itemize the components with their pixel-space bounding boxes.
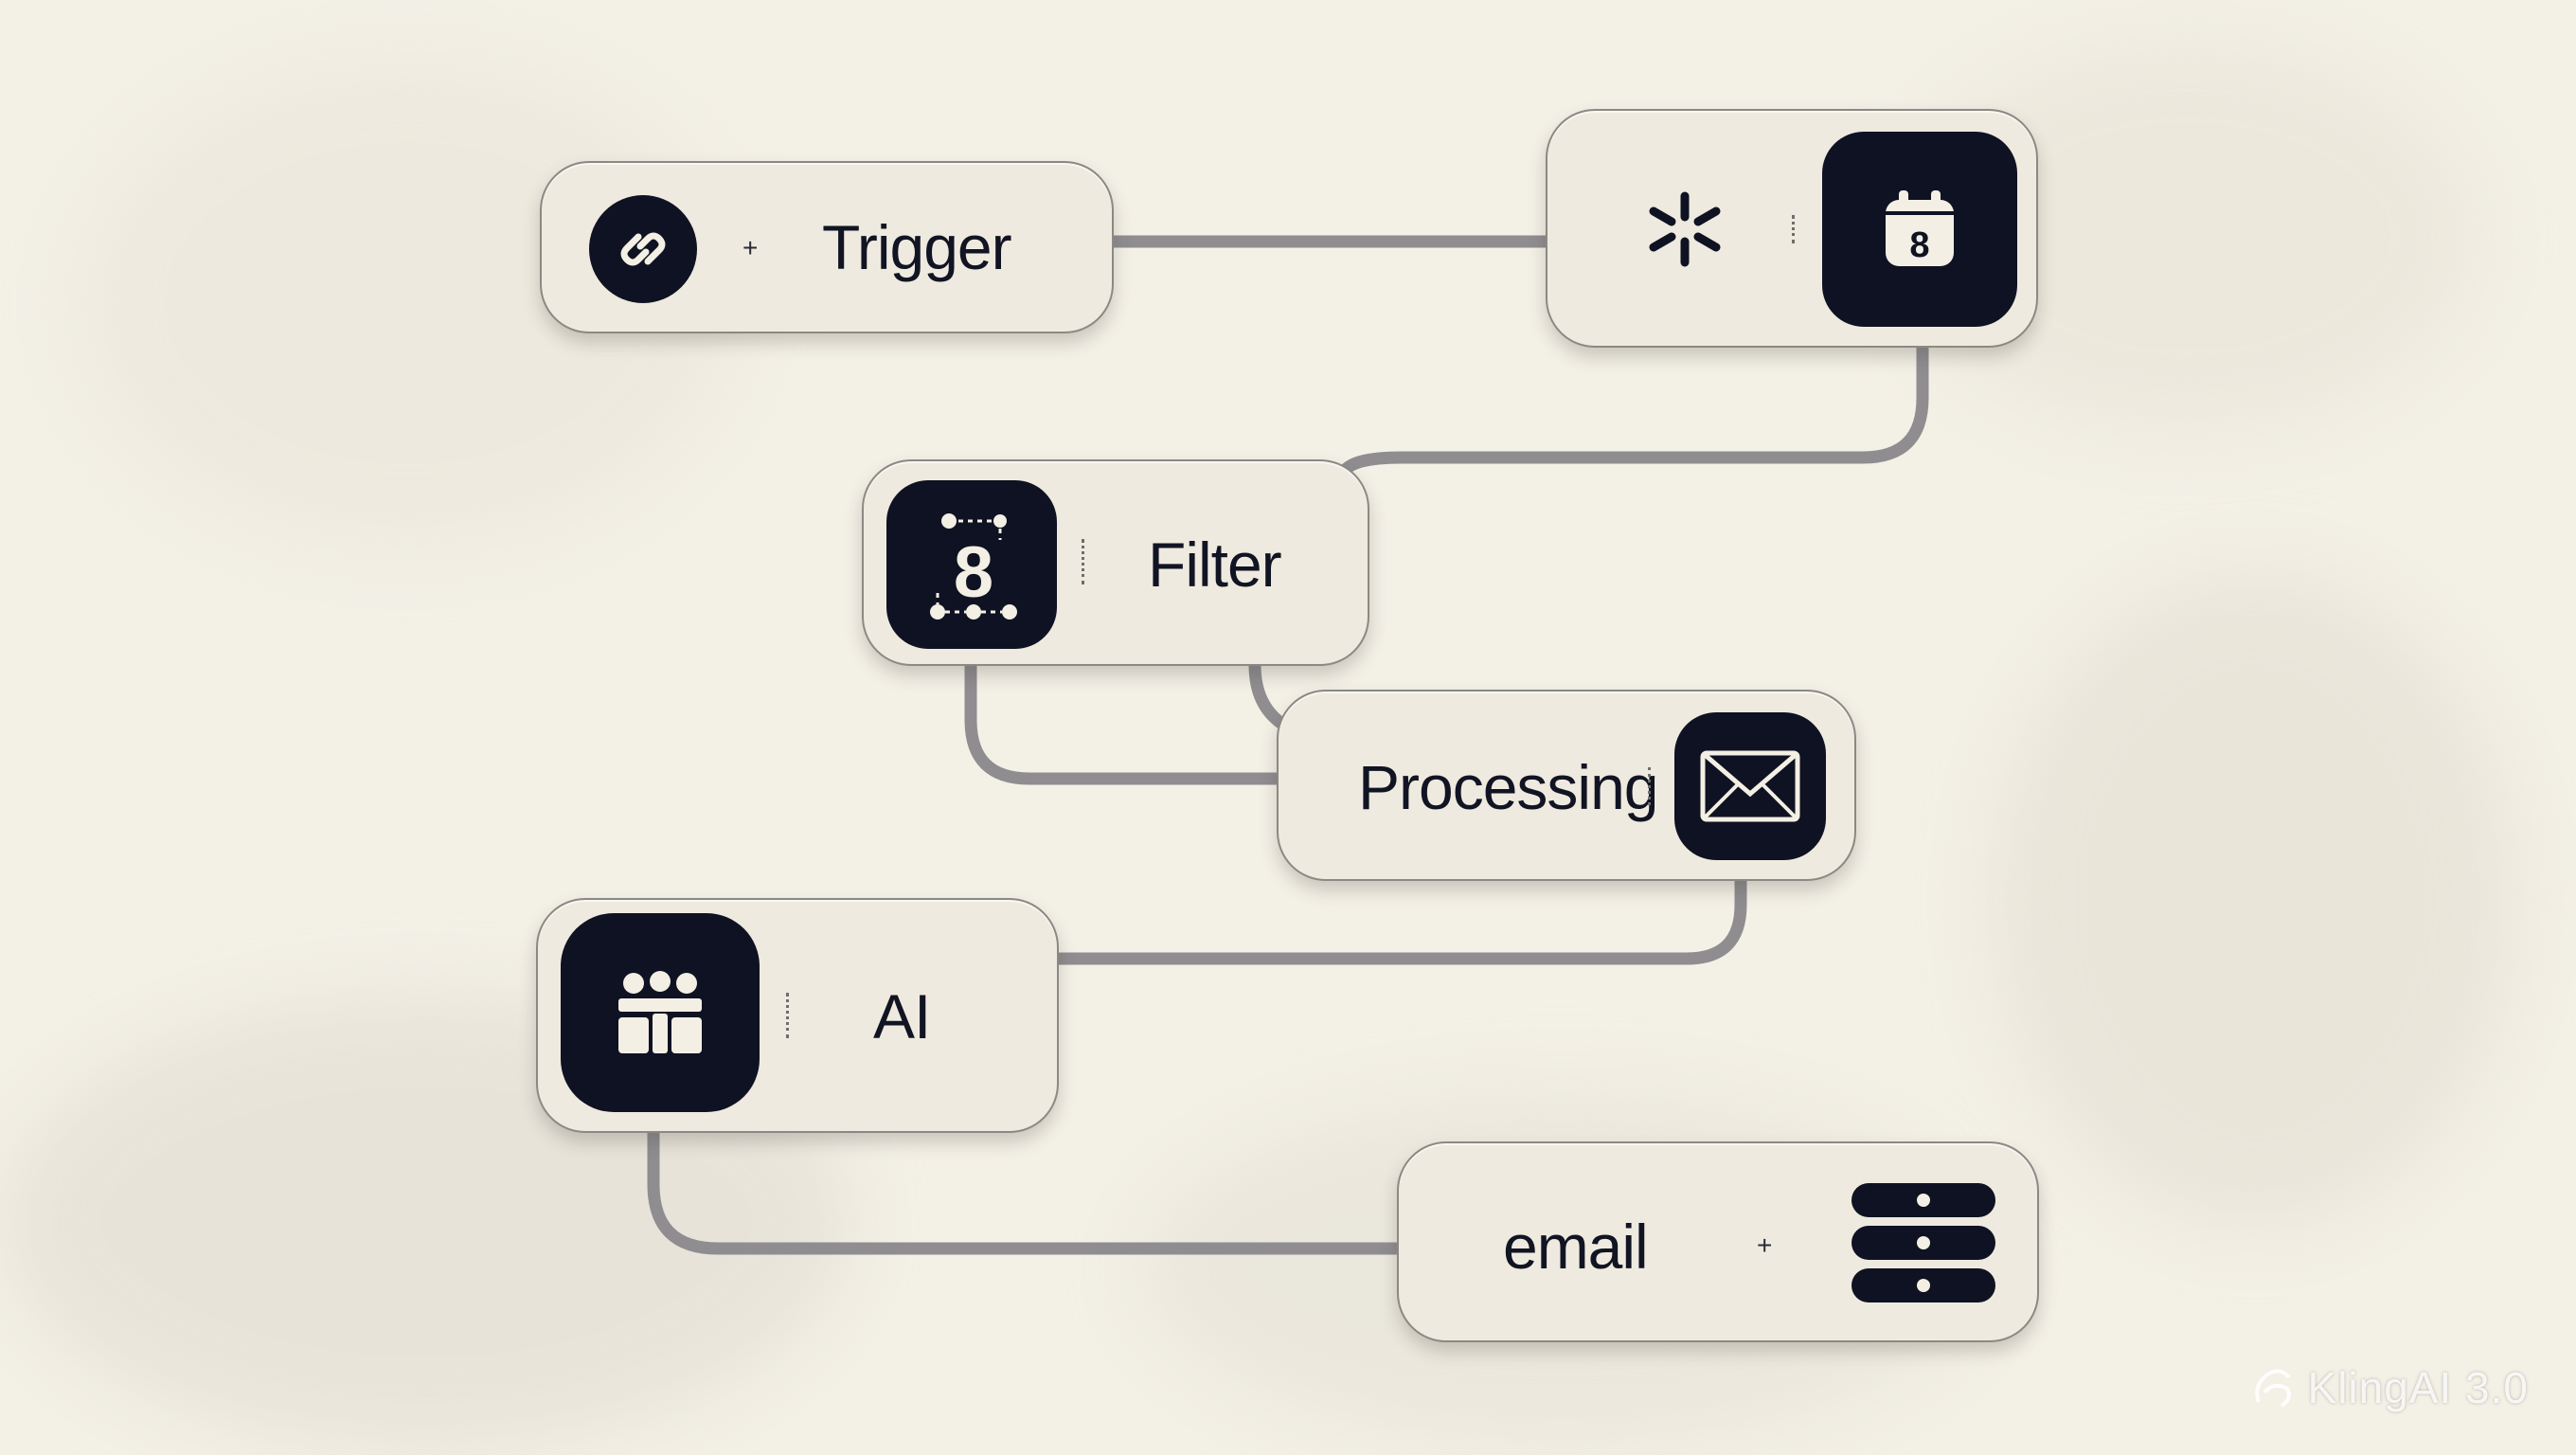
- separator: [1082, 539, 1084, 584]
- connector-filter-to-processing-left: [964, 658, 1283, 785]
- connector-filter-to-processing-right: [1248, 658, 1290, 731]
- connector-schedule-to-filter: [1336, 340, 1929, 480]
- node-email[interactable]: email +: [1397, 1141, 2039, 1342]
- link-icon: [589, 195, 697, 303]
- node-label: Trigger: [822, 212, 1012, 282]
- separator: [1648, 767, 1651, 805]
- watermark-text: KlingAI 3.0: [2307, 1363, 2529, 1412]
- separator: [786, 993, 789, 1038]
- connector-ai-to-email: [647, 1125, 1404, 1255]
- kling-logo-icon: [2254, 1369, 2291, 1408]
- node-processing[interactable]: Processing: [1277, 690, 1856, 881]
- connector-dot: +: [742, 233, 759, 262]
- calendar-day: 8: [1909, 225, 1929, 265]
- connector-dot: +: [1757, 1230, 1773, 1260]
- node-schedule[interactable]: 8: [1546, 109, 2038, 348]
- node-trigger[interactable]: + Trigger: [540, 161, 1114, 333]
- node-filter[interactable]: 8 Filter: [862, 459, 1369, 666]
- node-ai[interactable]: AI: [536, 898, 1059, 1133]
- connector-processing-to-ai: [1050, 874, 1747, 965]
- envelope-icon: [1674, 712, 1826, 860]
- filter-digit: 8: [954, 532, 993, 613]
- background-texture: [1989, 568, 2519, 1231]
- database-icon: [1852, 1181, 1995, 1304]
- node-label: Filter: [1148, 530, 1282, 600]
- node-label: Processing: [1358, 752, 1658, 822]
- calendar-icon: 8: [1822, 132, 2017, 327]
- watermark: KlingAI 3.0: [2249, 1362, 2529, 1413]
- team-icon: [561, 913, 760, 1112]
- filter-node-icon: 8: [886, 480, 1057, 649]
- asterisk-icon: [1642, 187, 1727, 272]
- node-label: AI: [873, 981, 931, 1051]
- separator: [1792, 215, 1795, 243]
- node-label: email: [1503, 1212, 1649, 1282]
